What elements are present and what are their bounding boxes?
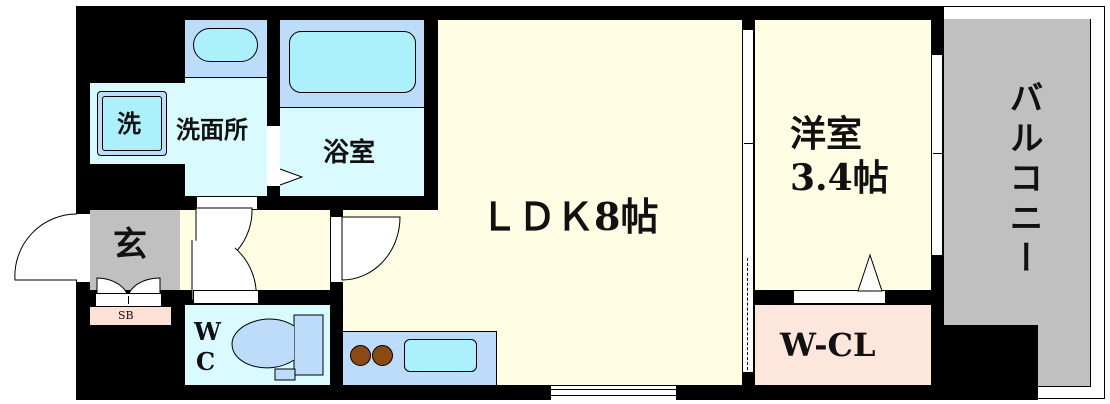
bathroom-door[interactable] [267, 126, 280, 186]
front-door-opening[interactable] [77, 214, 90, 282]
walk-in-closet [755, 305, 931, 385]
shoe-box-doors-icon [96, 277, 161, 298]
ldk-room [438, 20, 742, 385]
sliding-partition-center [744, 143, 756, 144]
bathroom-door-swing-icon [279, 168, 304, 186]
ldk-window-rail-1 [551, 389, 676, 390]
sliding-partition[interactable] [742, 30, 754, 372]
washing-machine-inner [102, 96, 162, 151]
western-room [755, 20, 931, 290]
toilet-door-opening[interactable] [193, 290, 259, 304]
walk-in-closet-label: W-CL [780, 326, 876, 364]
shoe-box-divider [128, 296, 129, 304]
balcony-window[interactable] [931, 55, 943, 255]
washroom-door-swing-icon [191, 207, 257, 301]
stove-burner-1 [350, 345, 371, 366]
ldk-door-opening[interactable] [331, 217, 343, 282]
closet-door-swing-icon [857, 253, 883, 292]
bathtub [289, 31, 416, 93]
bathroom-label: 浴室 [323, 138, 376, 168]
sliding-partition-track [747, 258, 748, 370]
washroom-label: 洗面所 [176, 115, 248, 144]
washbasin-bowl [193, 28, 258, 62]
western-room-size: 3.4帖 [790, 157, 889, 199]
entrance [90, 210, 180, 290]
balcony-window-center [933, 153, 943, 154]
balcony-wall-block [930, 325, 1038, 400]
entrance-label: 玄 [113, 225, 147, 265]
ldk-window-rail-2 [551, 395, 676, 396]
kitchen-sink [404, 339, 477, 372]
toilet-label-w: W [194, 317, 221, 346]
front-door-swing-icon [14, 213, 78, 281]
ldk-size: 8帖 [594, 194, 659, 239]
western-room-name: 洋室 [790, 113, 863, 155]
washer-label: 洗 [117, 109, 141, 138]
toilet-fixture-icon [231, 314, 324, 381]
ldk-label: ＬＤＫ8帖 [480, 198, 658, 236]
toilet-label-c: C [196, 347, 216, 376]
ldk-door-swing-icon [341, 216, 401, 281]
washroom-lower [185, 78, 267, 196]
ldk-name: ＬＤＫ [480, 194, 595, 239]
stove-burner-2 [372, 345, 393, 366]
balcony-label: バルコニー [1003, 80, 1043, 280]
shoe-box [90, 307, 171, 325]
closet-door-opening[interactable] [794, 291, 885, 304]
shoe-box-label: SB [118, 309, 134, 322]
